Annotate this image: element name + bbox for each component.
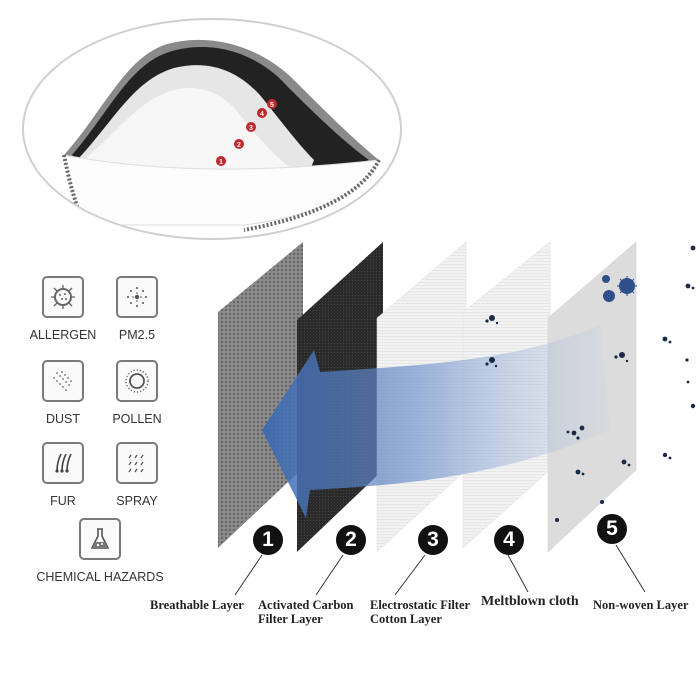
dust-dots-icon [42,360,84,402]
icon-chemical-hazards [79,518,121,560]
label-pm25: PM2.5 [118,328,156,342]
mask-marker-1: 1 [219,159,223,166]
airflow-arrow [262,325,610,518]
label-pollen: POLLEN [112,412,162,426]
layer-1-label: Breathable Layer [150,598,244,612]
allergen-virus-icon [42,276,84,318]
icon-pm25 [116,276,158,318]
label-fur: FUR [50,494,76,508]
mask-marker-2: 2 [237,142,241,149]
mask-marker-3: 3 [249,125,253,132]
layer-2-number: 2 [336,525,366,555]
virus-icon [602,275,637,302]
layer-4-number: 4 [494,525,524,555]
pm25-particles-icon [116,276,158,318]
layer-3-label: Electrostatic Filter Cotton Layer [370,598,471,626]
layer-3-number: 3 [418,525,448,555]
label-dust: DUST [45,412,81,426]
spray-droplets-icon [116,442,158,484]
icon-dust [42,360,84,402]
icon-spray [116,442,158,484]
layer-1-breathable [218,242,303,548]
chemical-flask-icon [79,518,121,560]
mask-illustration-oval: 1 2 3 4 5 [22,18,402,240]
particles [485,245,696,522]
layer-2-label: Activated Carbon Filter Layer [258,598,354,626]
mask-marker-4: 4 [260,111,264,118]
layer-4-label: Meltblown cloth [481,594,579,609]
pollen-ring-icon [116,360,158,402]
fur-hair-icon [42,442,84,484]
label-allergen: ALLERGEN [29,328,97,342]
layer-5-number: 5 [597,514,627,544]
label-spray: SPRAY [116,494,158,508]
label-chemical-hazards: CHEMICAL HAZARDS [36,570,164,584]
icon-allergen [42,276,84,318]
layer-5-label: Non-woven Layer [593,598,689,612]
layer-1-number: 1 [253,525,283,555]
mask-marker-5: 5 [270,102,274,109]
icon-pollen [116,360,158,402]
icon-fur [42,442,84,484]
